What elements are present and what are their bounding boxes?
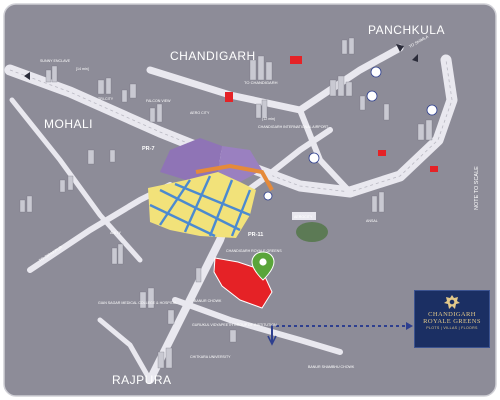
- landmark-gurukul: GURUKUL VIDYAPEETH GROUP OF INSTITUTION: [192, 323, 277, 327]
- highway-arrow-icons: [24, 44, 418, 80]
- road-label-to-chandigarh: TO CHANDIGARH: [244, 80, 278, 85]
- route-to-project: [271, 325, 410, 340]
- plot-grid-lines: [149, 175, 252, 238]
- location-pin-icon[interactable]: [251, 251, 275, 281]
- road-airport: [297, 107, 353, 195]
- route-arrow-icon: [406, 322, 413, 330]
- road-label-pr11: PR-11: [248, 232, 263, 238]
- landmark-amity: AMITY: [110, 231, 122, 235]
- landmark-banur-shambhu: BANUR SHAMBHU CHOWK: [308, 365, 355, 369]
- logo-title-line1: CHANDIGARH: [428, 311, 476, 318]
- road-label-pr7: PR-7: [142, 146, 155, 152]
- billboard-icons: [225, 56, 438, 172]
- road-mohali-south: [9, 97, 143, 263]
- landmark-sunny-enclave: SUNNY ENCLAVE: [40, 59, 71, 63]
- landmark-ansal: ANSAL: [366, 219, 378, 223]
- route-down-arrow-icon: [267, 335, 277, 346]
- road-panchkula: [296, 44, 404, 114]
- landmark-banur: BANUR CHOWK: [194, 299, 222, 303]
- landmark-chitkara: CHITKARA UNIVERSITY: [190, 355, 231, 359]
- city-chandigarh: CHANDIGARH: [170, 49, 256, 63]
- logo-tagline: PLOTS | VILLAS | FLOORS: [426, 326, 478, 330]
- landmark-airport: CHANDIGARH INTERNATIONAL AIRPORT: [258, 125, 329, 129]
- forest-area: [296, 222, 328, 242]
- buildings-cluster: [19, 37, 433, 369]
- crest-icon: [444, 295, 460, 309]
- zirakpur-sign: [292, 212, 316, 220]
- logo-title-line2: ROYALE GREENS: [423, 318, 481, 325]
- orange-belt: [195, 163, 274, 191]
- landmark-falcon-view: FALCON VIEW: [146, 99, 171, 103]
- road-banur: [172, 297, 343, 355]
- city-mohali: MOHALI: [44, 117, 93, 131]
- landmark-tricity: TRI-CITY: [98, 97, 114, 101]
- landmark-airport-time: (12 min): [262, 117, 275, 121]
- project-logo[interactable]: CHANDIGARH ROYALE GREENS PLOTS | VILLAS …: [414, 290, 490, 348]
- landmark-project-label: CHANDIGARH ROYALE GREENS: [226, 249, 282, 253]
- road-rajpura: [97, 317, 153, 383]
- city-panchkula: PANCHKULA: [368, 23, 445, 37]
- landmark-sunny-time: [14 min]: [76, 67, 89, 71]
- note-to-scale: NOTE TO SCALE: [474, 166, 480, 210]
- district-block-2: [218, 146, 262, 182]
- landmark-aero-city: AERO CITY: [190, 111, 210, 115]
- landmark-gian-sagar: GIAN SAGAR MEDICAL COLLEGE & HOSPITAL: [98, 301, 177, 305]
- landmark-aerocity-road: AEROCITY: [294, 215, 313, 219]
- highway-centerline: [9, 59, 453, 193]
- landmark-badge-icons: [263, 66, 438, 201]
- city-rajpura: RAJPURA: [112, 373, 172, 387]
